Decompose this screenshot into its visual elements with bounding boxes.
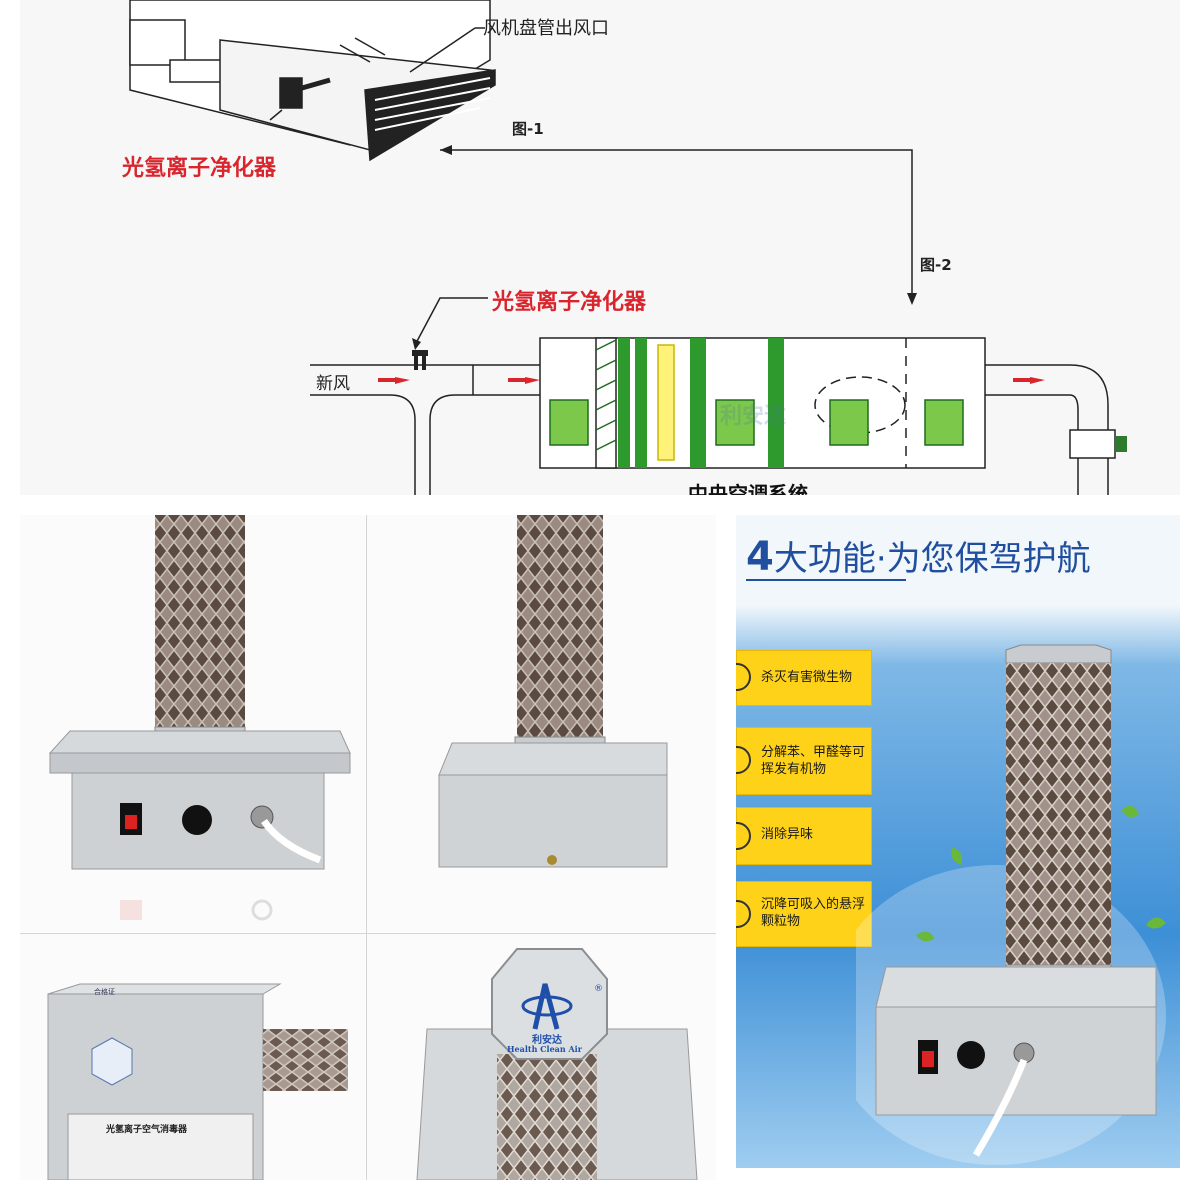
feature-text-1: 杀灭有害微生物 bbox=[761, 670, 853, 685]
purifier-front-drawing bbox=[48, 515, 351, 921]
purifier-label-top: 光氢离子净化器 bbox=[122, 156, 277, 181]
hvac-diagram: 风机盘管出风口 光氢离子净化器 图-1 图-2 光氢离子净化器 新风 中央空调系… bbox=[20, 0, 1180, 495]
label-badge: 合格证 bbox=[94, 988, 115, 996]
molecule-icon bbox=[736, 746, 751, 774]
fan-coil-outlet-label: 风机盘管出风口 bbox=[483, 18, 609, 39]
grid-divider-horizontal bbox=[20, 933, 716, 934]
purifier-top-drawing bbox=[416, 948, 698, 1180]
purifier-side-drawing bbox=[47, 983, 348, 1180]
photo-side-view: 合格证 光氢离子空气消毒器 bbox=[20, 934, 365, 1180]
purifier-small-bottom bbox=[412, 350, 428, 370]
feature-item-1: 杀灭有害微生物 bbox=[736, 650, 872, 706]
promo-title-main: 大功能 bbox=[773, 539, 876, 579]
title-underline bbox=[746, 579, 906, 581]
promo-title: 4大功能·为您保驾护航 bbox=[746, 531, 1091, 580]
outlet-duct bbox=[985, 364, 1116, 495]
fig2-label: 图-2 bbox=[920, 256, 952, 274]
promo-title-separator: · bbox=[875, 539, 887, 579]
promo-title-number: 4 bbox=[746, 534, 774, 580]
logo-registered: ® bbox=[594, 984, 603, 994]
feature-text-4: 沉降可吸入的悬浮颗粒物 bbox=[761, 897, 866, 929]
feature-item-4: 沉降可吸入的悬浮颗粒物 bbox=[736, 881, 872, 947]
feature-item-3: 消除异味 bbox=[736, 807, 872, 865]
fan-coil-unit bbox=[129, 0, 496, 162]
photo-top-view: ® 利安达 Health Clean Air bbox=[367, 934, 716, 1180]
feature-text-3: 消除异味 bbox=[761, 827, 814, 842]
grid-divider-vertical bbox=[366, 515, 367, 1180]
fig1-label: 图-1 bbox=[512, 120, 544, 138]
photo-front-view bbox=[20, 515, 365, 932]
logo-subtext: Health Clean Air bbox=[507, 1044, 582, 1054]
nameplate-title: 光氢离子空气消毒器 bbox=[106, 1125, 188, 1135]
diagram-watermark: 利安达 bbox=[720, 404, 787, 429]
purifier-back-drawing bbox=[438, 515, 668, 868]
hvac-diagram-drawing bbox=[129, 0, 1127, 495]
feature-text-2: 分解苯、甲醛等可挥发有机物 bbox=[761, 745, 866, 777]
photo-back-view bbox=[367, 515, 716, 932]
promo-title-tail: 为您保驾护航 bbox=[886, 539, 1091, 579]
fresh-air-label: 新风 bbox=[316, 374, 350, 394]
promo-panel: 4大功能·为您保驾护航 杀灭有害微生物 分解苯、甲醛等可挥发有机物 消除异味 沉… bbox=[736, 515, 1180, 1168]
purifier-label-bottom: 光氢离子净化器 bbox=[492, 290, 647, 315]
logo-text: 利安达 bbox=[532, 1035, 562, 1046]
ahu-unit bbox=[539, 337, 986, 469]
particle-icon bbox=[736, 900, 751, 928]
bacteria-icon bbox=[736, 663, 751, 691]
promo-product-drawing bbox=[856, 644, 1166, 1165]
odor-icon bbox=[736, 822, 751, 850]
feature-item-2: 分解苯、甲醛等可挥发有机物 bbox=[736, 727, 872, 795]
purifier-small-top bbox=[269, 77, 331, 121]
central-ac-label: 中央空调系统 bbox=[688, 482, 808, 495]
